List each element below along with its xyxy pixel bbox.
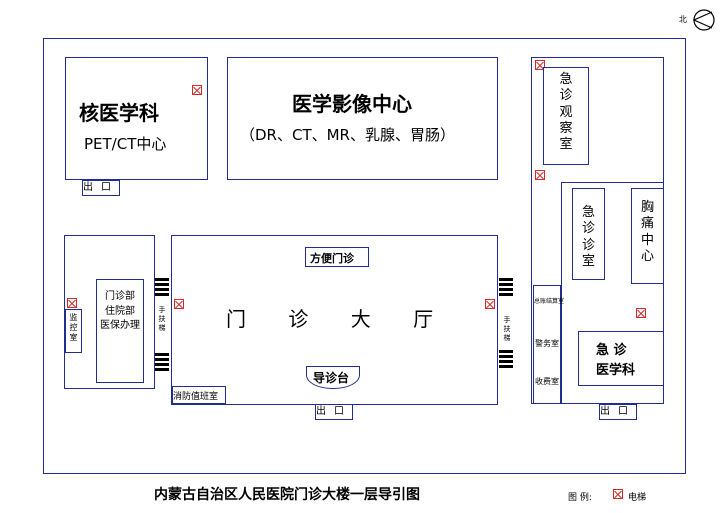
admin-column [533,285,561,404]
compass-north-icon [692,9,715,31]
room-imaging-center[interactable] [227,57,498,180]
legend-prefix: 图 例: [568,493,592,503]
room-chest-pain-center[interactable] [631,188,664,284]
elevator-icon [535,60,545,70]
elevator-icon [174,299,184,309]
er-dept-line2: 医学科 [596,363,636,378]
escalator-left-top [155,278,169,298]
escalator-right-bottom [499,350,513,370]
elevator-icon [535,170,545,180]
compass-label: 北 [679,15,687,24]
legend-label: 电梯 [628,493,647,503]
police-label: 警务室 [535,339,559,348]
room-monitoring[interactable] [65,309,82,353]
elevator-icon [485,299,495,309]
convenience-clinic[interactable] [305,247,369,267]
er-dept-line1: 急 诊 [596,343,627,358]
outpatient-office-label: 门诊部住院部医保办理 [100,291,140,331]
elevator-icon [192,85,202,95]
cashier-label: 收费室 [535,377,559,386]
convenience-label: 方便门诊 [310,252,354,265]
elevator-icon [636,308,646,318]
hall-title: 门 诊 大 厅 [226,307,452,331]
exit-nuclear[interactable]: 出口 [82,180,120,196]
escalator-right-label: 手扶梯 [503,316,511,342]
room-outpatient-office[interactable] [96,279,144,383]
imaging-subtitle: （DR、CT、MR、乳腺、胃肠） [240,126,455,144]
escalator-right-top [499,278,513,298]
imaging-title: 医学影像中心 [292,92,412,116]
room-er-observation[interactable] [543,67,589,165]
er-clinic-label: 急诊诊室 [581,205,595,269]
fire-duty-label: 消防值班室 [173,392,219,402]
map-title: 内蒙古自治区人民医院门诊大楼一层导引图 [154,487,420,503]
exit-main[interactable]: 出口 [315,404,353,420]
escalator-left-bottom [155,353,169,373]
escalator-left-label: 手扶梯 [158,306,166,332]
nuclear-subtitle: PET/CT中心 [84,135,167,153]
elevator-icon [67,298,77,308]
guide-desk[interactable] [306,366,360,389]
er-obs-label: 急诊观察室 [559,72,573,152]
monitor-label: 监控室 [69,313,78,342]
room-emergency-medicine[interactable] [578,331,664,386]
finance-label: 总账结算室 [534,298,565,305]
chest-pain-label: 胸痛中心 [640,200,654,264]
guide-desk-label: 导诊台 [313,371,350,385]
nuclear-title: 核医学科 [79,101,159,125]
room-er-clinic[interactable] [572,188,605,280]
room-nuclear-medicine[interactable] [65,57,208,180]
elevator-legend-icon [613,489,623,499]
exit-emergency[interactable]: 出口 [599,404,637,420]
fire-duty-room[interactable] [172,386,226,404]
